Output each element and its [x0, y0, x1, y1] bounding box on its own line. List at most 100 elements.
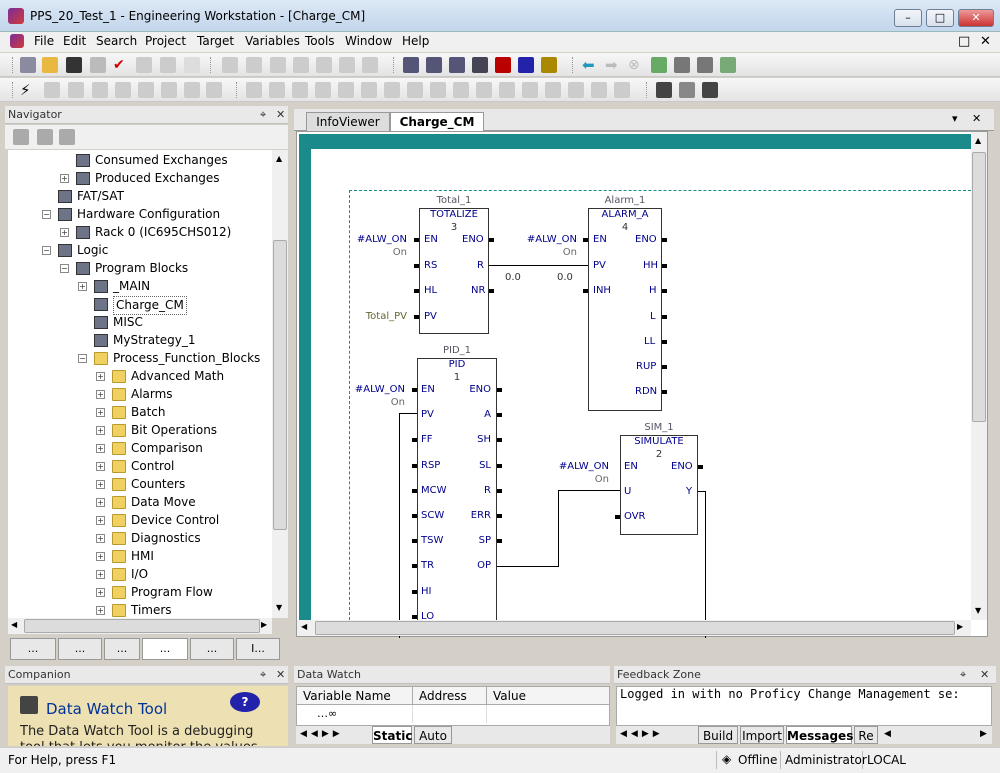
fb-simulate[interactable]	[620, 435, 698, 535]
scroll-left-icon[interactable]: ◀	[11, 620, 18, 629]
nav-tab-project[interactable]: ...	[10, 638, 56, 660]
zoom-icon[interactable]	[426, 57, 442, 73]
navigator-hscroll[interactable]: ◀ ▶	[8, 618, 272, 634]
comment-icon[interactable]	[591, 82, 607, 98]
line-icon[interactable]	[545, 82, 561, 98]
tab-auto[interactable]: Auto	[414, 726, 452, 744]
menu-window[interactable]: Window	[345, 34, 393, 48]
expand-icon[interactable]: +	[78, 282, 87, 291]
stop-mode-icon[interactable]	[44, 82, 60, 98]
tab-nav-icon[interactable]: ◀◀▶▶	[620, 729, 664, 739]
star-icon[interactable]	[518, 57, 534, 73]
paste-icon[interactable]	[270, 57, 286, 73]
find-home-icon[interactable]	[702, 82, 718, 98]
edit-icon[interactable]	[614, 82, 630, 98]
pin-icon[interactable]: ⌖	[960, 668, 967, 681]
tab-import[interactable]: Import	[740, 726, 784, 744]
tab-charge-cm[interactable]: Charge_CM	[390, 112, 484, 132]
scroll-right-icon[interactable]: ▶	[261, 620, 268, 629]
collapse-icon[interactable]: −	[42, 210, 51, 219]
step-icon[interactable]	[115, 82, 131, 98]
coil-p-icon[interactable]	[453, 82, 469, 98]
copy-icon[interactable]	[246, 57, 262, 73]
branch-icon[interactable]	[522, 82, 538, 98]
expand-icon[interactable]: +	[96, 444, 105, 453]
nav-view3-icon[interactable]	[59, 129, 75, 145]
close-icon[interactable]: ✕	[980, 668, 990, 681]
tab-messages[interactable]: Messages	[786, 726, 853, 744]
insert-icon[interactable]	[568, 82, 584, 98]
hscroll-thumb[interactable]	[24, 619, 260, 633]
fb-totalize[interactable]	[419, 208, 489, 334]
rewind-icon[interactable]	[68, 82, 84, 98]
cut-icon[interactable]	[222, 57, 238, 73]
fb-pid[interactable]	[417, 358, 497, 636]
disabled-icon[interactable]	[184, 57, 200, 73]
new-project-icon[interactable]	[20, 57, 36, 73]
expand-icon[interactable]: +	[96, 372, 105, 381]
scroll-left-icon[interactable]: ◀	[884, 729, 891, 739]
coil-set-icon[interactable]	[361, 82, 377, 98]
col-variable-name[interactable]: Variable Name	[297, 687, 413, 705]
scroll-down-icon[interactable]: ▼	[975, 606, 982, 615]
tab-infoviewer[interactable]: InfoViewer	[306, 112, 390, 131]
expand-icon[interactable]: +	[96, 498, 105, 507]
stop-icon[interactable]: ⊗	[628, 57, 640, 73]
stop-square-icon[interactable]	[138, 82, 154, 98]
col-value[interactable]: Value	[487, 687, 609, 705]
minimize-button[interactable]: –	[894, 9, 922, 27]
clock-icon[interactable]	[184, 82, 200, 98]
coil-neg-icon[interactable]	[338, 82, 354, 98]
close-button[interactable]: ✕	[958, 9, 994, 27]
scroll-up-icon[interactable]: ▲	[975, 136, 982, 145]
save-icon[interactable]	[66, 57, 82, 73]
close-icon[interactable]: ✕	[276, 108, 286, 121]
menu-edit[interactable]: Edit	[63, 34, 87, 48]
pause-icon[interactable]	[161, 82, 177, 98]
tab-nav-icon[interactable]: ◀◀▶▶	[300, 729, 344, 739]
expand-icon[interactable]: +	[96, 390, 105, 399]
run-icon[interactable]	[92, 82, 108, 98]
export-icon[interactable]	[720, 57, 736, 73]
scroll-down-icon[interactable]: ▼	[276, 603, 283, 612]
nav-tab-help[interactable]: I...	[236, 638, 280, 660]
forward-arrow-icon[interactable]: ➡	[605, 56, 618, 74]
mdi-restore-icon[interactable]: □	[958, 34, 971, 49]
tab-close-icon[interactable]: ✕	[972, 112, 982, 125]
scroll-up-icon[interactable]: ▲	[276, 154, 283, 163]
binoculars-icon[interactable]	[656, 82, 672, 98]
expand-icon[interactable]: +	[60, 174, 69, 183]
library-icon[interactable]	[541, 57, 557, 73]
menu-help[interactable]: Help	[402, 34, 430, 48]
nav-tab-utilities[interactable]: ...	[58, 638, 102, 660]
data-watch-icon[interactable]	[472, 57, 488, 73]
select-all-icon[interactable]	[362, 57, 378, 73]
open-folder-icon[interactable]	[42, 57, 58, 73]
coil-icon[interactable]	[315, 82, 331, 98]
ladder-editor[interactable]: Total_1 TOTALIZE 3 EN RS HL PV ENO R NR …	[296, 131, 988, 638]
fb-alarm[interactable]	[588, 208, 662, 411]
contact-no-icon[interactable]	[269, 82, 285, 98]
expand-icon[interactable]: +	[96, 588, 105, 597]
scroll-thumb[interactable]	[972, 152, 986, 422]
coil-r-icon[interactable]	[430, 82, 446, 98]
object-icon[interactable]	[495, 57, 511, 73]
nav-view2-icon[interactable]	[37, 129, 53, 145]
tab-re[interactable]: Re	[854, 726, 878, 744]
scroll-right-icon[interactable]: ▶	[957, 622, 964, 631]
validate-icon[interactable]: ✔	[113, 57, 125, 73]
nav-view1-icon[interactable]	[13, 129, 29, 145]
tab-build[interactable]: Build	[698, 726, 738, 744]
refresh-icon[interactable]	[651, 57, 667, 73]
nav-tab-toolchest[interactable]: ...	[142, 638, 188, 660]
col-address[interactable]: Address	[413, 687, 487, 705]
expand-icon[interactable]: +	[96, 480, 105, 489]
undo-icon[interactable]	[293, 57, 309, 73]
expand-icon[interactable]: +	[96, 462, 105, 471]
redo-icon[interactable]	[316, 57, 332, 73]
scroll-left-icon[interactable]: ◀	[301, 622, 308, 631]
pin-icon[interactable]: ⌖	[260, 668, 267, 681]
window-icon[interactable]	[403, 57, 419, 73]
bookmark-icon[interactable]	[697, 57, 713, 73]
upload-icon[interactable]	[160, 57, 176, 73]
